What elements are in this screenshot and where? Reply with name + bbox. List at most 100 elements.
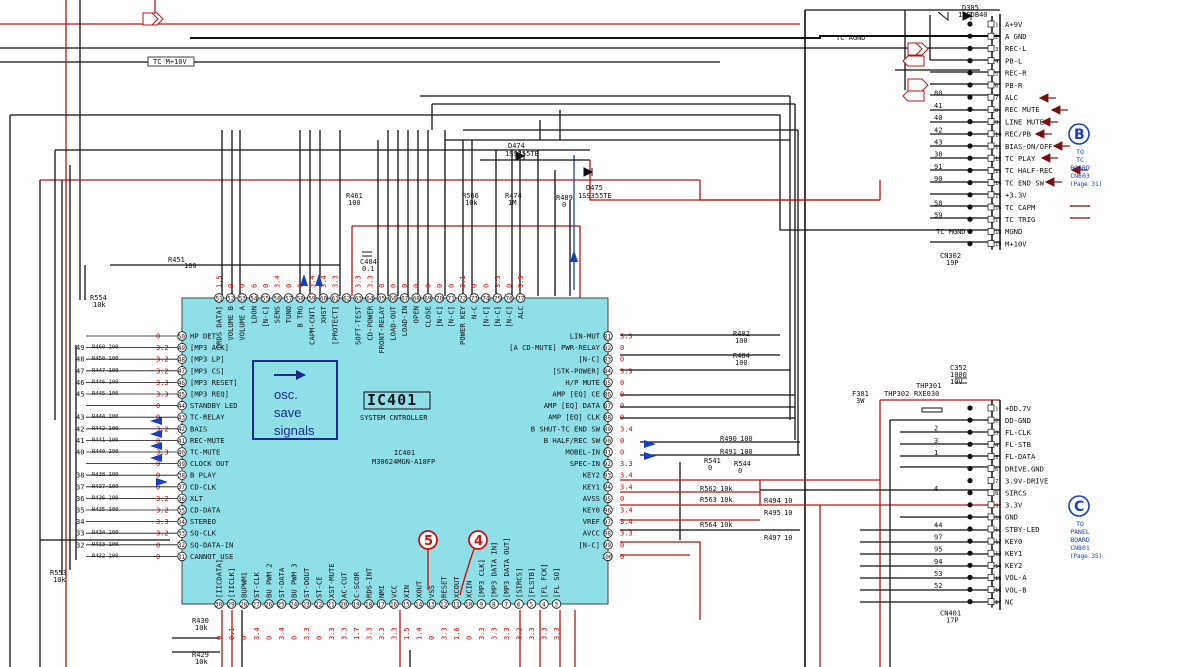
svg-text:D305: D305 <box>962 4 979 12</box>
pin-number: 35 <box>178 507 186 514</box>
net-number: 1 <box>934 449 938 457</box>
svg-text:10: 10 <box>784 534 792 542</box>
svg-text:10V: 10V <box>950 378 963 386</box>
pin-label: RESET <box>440 576 449 598</box>
pin-label: ST-DATA <box>277 567 286 598</box>
pin-label: MOBEL-IN <box>565 448 600 457</box>
connector-signal: KEY1 <box>1005 549 1022 558</box>
pin-label: BU PWM 2 <box>265 563 274 598</box>
destination-label: PANEL <box>1070 528 1090 536</box>
pin-voltage: 3.3 <box>341 627 349 640</box>
connector-pin-number: 12 <box>995 157 1002 163</box>
pin-label: XIN <box>402 585 411 598</box>
pin-number: 27 <box>253 601 261 608</box>
connector-signal: +DD.7V <box>1005 404 1032 413</box>
pin-voltage: 0 <box>156 333 160 341</box>
destination-label: BOARD <box>1070 536 1090 544</box>
pin-number: 49 <box>178 345 186 352</box>
pin-voltage: 3.3 <box>391 627 399 640</box>
svg-text:C: C <box>1074 499 1084 515</box>
pin-voltage: 0 <box>424 284 432 288</box>
svg-text:10k: 10k <box>195 658 208 666</box>
pin-voltage: 0 <box>285 284 293 288</box>
svg-text:B: B <box>1074 127 1085 143</box>
pin-label: KEY1 <box>583 482 600 491</box>
pin-number: 74 <box>482 295 490 302</box>
svg-text:R489: R489 <box>556 194 573 202</box>
connector-pin-number: 1 <box>995 23 998 29</box>
pin-number: 99 <box>604 542 612 549</box>
pin-number: 97 <box>604 519 612 526</box>
svg-text:100: 100 <box>184 262 197 270</box>
connector-pin-number: 8 <box>995 491 998 497</box>
svg-text:R544: R544 <box>734 460 751 468</box>
connector-signal: VOL-A <box>1005 573 1027 582</box>
svg-text:100: 100 <box>348 199 361 207</box>
pin-label: [MP3 LP] <box>190 355 225 364</box>
svg-text:C352: C352 <box>950 364 967 372</box>
ic-pin-61: 61[PROTECT]3.3 <box>330 275 340 345</box>
wiring <box>0 0 1001 667</box>
net-number: 44 <box>934 522 942 530</box>
connector-pin-number: 13 <box>995 169 1002 175</box>
pin-voltage: 0 <box>378 284 386 288</box>
pin-number: 6 <box>517 601 521 608</box>
pin-voltage: 0 <box>401 284 409 288</box>
pin-voltage: 0 <box>620 449 624 457</box>
ic-pin-73: 73N-C0 <box>469 284 479 319</box>
svg-text:4: 4 <box>474 534 483 549</box>
pin-number: 64 <box>366 295 374 302</box>
svg-text:R494: R494 <box>764 497 781 505</box>
ic-pin-71: 71[N-C]0 <box>446 284 456 328</box>
svg-text:RXE030: RXE030 <box>914 390 939 398</box>
pin-label: SPEC-IN <box>570 459 600 468</box>
pin-label: POWER KEY <box>458 305 467 345</box>
svg-text:F301: F301 <box>852 390 869 398</box>
pin-number: 71 <box>448 295 456 302</box>
pin-number: 41 <box>178 438 186 445</box>
connector-pin-number: 11 <box>995 528 1002 534</box>
pin-voltage: 0 <box>448 284 456 288</box>
ic-pin-70: 70[N-C]0 <box>434 284 445 328</box>
connector-signal: 3.9V-DRIVE <box>1005 476 1048 485</box>
svg-text:R461: R461 <box>346 192 363 200</box>
svg-text:10: 10 <box>784 509 792 517</box>
connector-signal: TC PLAY <box>1005 154 1036 163</box>
pin-number: 85 <box>604 380 612 387</box>
pin-voltage: 0 <box>239 284 247 288</box>
pin-label: TC-RELAY <box>190 413 225 422</box>
pin-number: 50 <box>178 333 186 340</box>
connector-signal: TC END SW <box>1005 178 1045 187</box>
pin-label: KEY2 <box>583 471 600 480</box>
pin-label: [N-C] <box>505 306 514 328</box>
pin-number: 76 <box>506 295 514 302</box>
pin-number: 48 <box>178 357 186 364</box>
pin-voltage: 0 <box>262 284 270 288</box>
pin-number: 91 <box>604 449 612 456</box>
pin-number: 4 <box>542 601 546 608</box>
pin-number: 22 <box>315 601 323 608</box>
connector-pin-number: 3 <box>995 47 998 53</box>
net-number: 80 <box>934 90 942 98</box>
pin-voltage: 3.3 <box>541 627 549 640</box>
